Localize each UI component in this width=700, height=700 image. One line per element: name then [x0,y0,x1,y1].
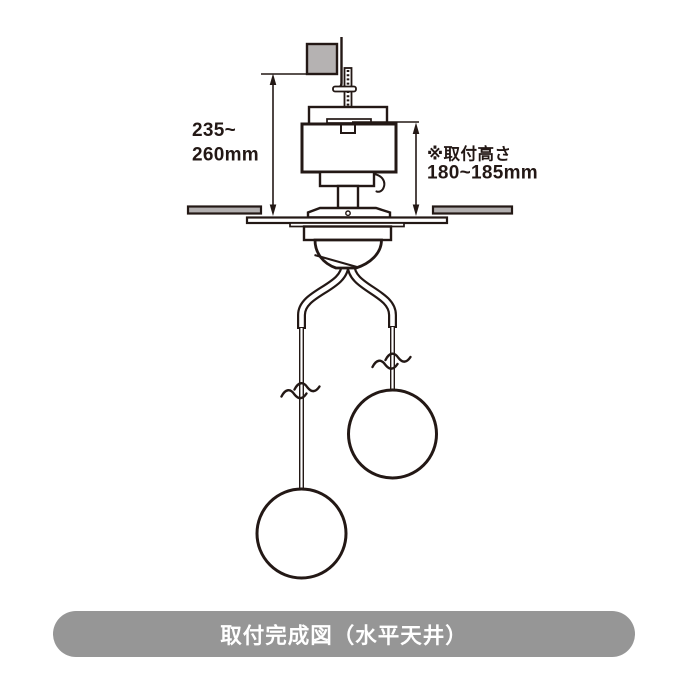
pendant-globes [255,388,438,580]
dimension-left-label-line2: 260mm [192,145,259,166]
cord-break-left [280,382,321,400]
arm-left-outline [297,263,350,328]
ceiling-right-section [431,205,514,215]
dimension-right-label-line2: 180~185mm [427,163,538,184]
dimension-right-arrow-down [412,204,420,216]
canopy-assembly [245,206,449,242]
dome-body [313,238,383,270]
dimension-left-arrow-up [269,73,277,85]
globe-left [255,487,348,580]
pendant-arms [297,263,397,329]
anchor-plate [305,42,339,76]
power-wire [373,173,386,193]
bracket-foot-washer [332,85,357,93]
ceiling [186,205,514,215]
arm-left-inner [299,263,348,328]
arm-right-inner [348,263,395,327]
flange-screw-hole [345,210,351,217]
mounting-box-assembly [300,105,398,210]
arm-right-outline [346,263,397,327]
caption-banner: 取付完成図（水平天井） [53,611,635,657]
dome-seam [314,254,358,268]
socket-cover [302,225,393,242]
ceiling-left-section [186,205,263,215]
cord-break-right [371,352,412,370]
globe-right [347,388,438,480]
dimension-right-arrow-up [412,122,420,134]
dimension-right: ※取付高さ 180~185mm [352,121,538,216]
pendant-cords [280,327,412,492]
dimension-left-arrow-down [269,204,277,216]
caption-banner-label: 取付完成図（水平天井） [220,623,468,648]
strap-plate-front [326,118,372,124]
dimension-left-label-line1: 235~ [192,120,236,141]
dimension-right-label-line1: ※取付高さ [427,144,512,164]
rod-nut-front [340,123,356,134]
mounting-stem [336,184,360,210]
mounting-box-lower [318,170,376,188]
dimension-left: 235~ 260mm [192,73,307,216]
cord-dome [313,238,383,270]
